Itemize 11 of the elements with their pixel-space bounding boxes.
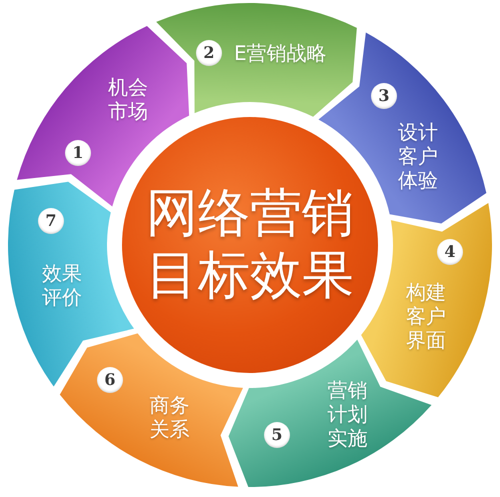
ring-segment bbox=[59, 333, 244, 487]
segment-label: 构建客户界面 bbox=[405, 280, 448, 352]
segment-label: E营销战略 bbox=[234, 41, 327, 66]
ring-segment bbox=[156, 3, 357, 117]
segment-label: 营销计划实施 bbox=[326, 378, 368, 450]
center-title: 网络营销目标效果 bbox=[145, 182, 355, 308]
ring-segment bbox=[8, 181, 135, 387]
segment-label: 效果评价 bbox=[41, 260, 84, 309]
segment-label: 商务关系 bbox=[148, 393, 191, 442]
segment-label: 设计客户体验 bbox=[396, 120, 439, 192]
segment-label: 机会市场 bbox=[106, 75, 149, 124]
